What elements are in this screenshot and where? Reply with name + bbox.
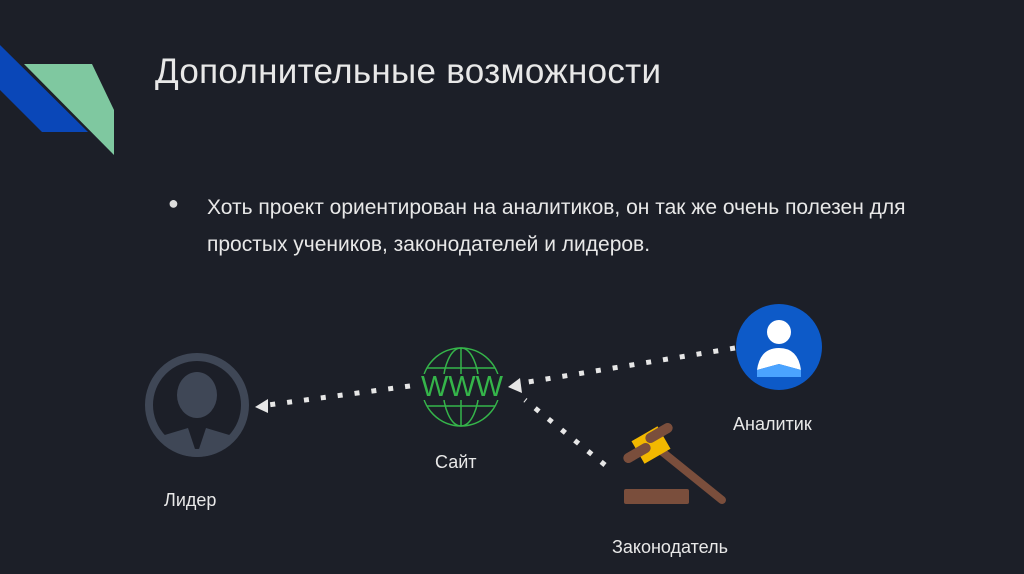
label-legislator: Законодатель — [612, 537, 728, 557]
bullet-text: Хоть проект ориентирован на аналитиков, … — [207, 196, 906, 256]
arrow-analyst-to-site — [508, 345, 736, 393]
label-leader: Лидер — [164, 490, 217, 510]
gavel-icon — [623, 423, 726, 504]
arrow-legislator-to-site — [523, 398, 607, 467]
decor-shapes — [0, 45, 114, 155]
slide-title: Дополнительные возможности — [155, 52, 662, 91]
label-site: Сайт — [435, 452, 477, 472]
label-analyst: Аналитик — [733, 414, 812, 434]
bullet-icon: ● — [168, 193, 179, 213]
www-text: WWW — [421, 371, 504, 403]
leader-icon — [145, 353, 249, 458]
analyst-icon — [736, 304, 822, 390]
arrow-site-to-leader — [255, 383, 411, 413]
